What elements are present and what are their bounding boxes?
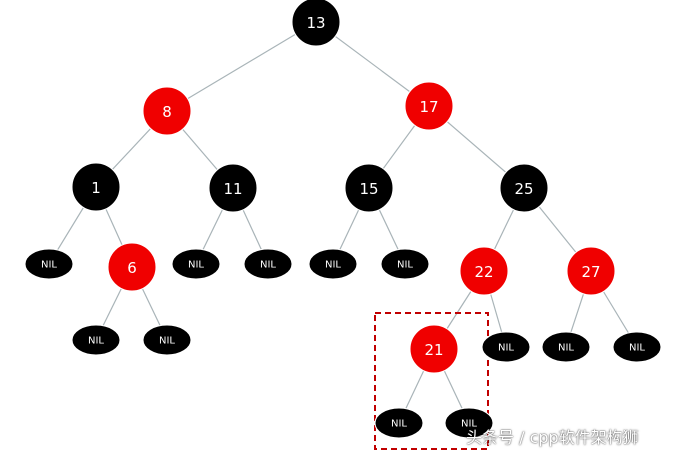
nil-leaf-node: NIL: [380, 248, 430, 280]
node-circle-red: [107, 242, 157, 292]
node-label: 25: [514, 180, 533, 198]
node-circle-red: [404, 81, 454, 131]
nil-leaf-shape: [380, 248, 430, 280]
node-circle-red: [142, 86, 192, 136]
nil-leaf-node: NIL: [481, 331, 531, 363]
node-circle-black: [344, 163, 394, 213]
nil-leaf-node: NIL: [243, 248, 293, 280]
nil-leaf-shape: [243, 248, 293, 280]
nil-leaf-node: NIL: [308, 248, 358, 280]
nil-label: NIL: [325, 260, 341, 271]
watermark-text: 头条号 / cpp软件架构狮: [466, 428, 639, 447]
nil-leaf-shape: [308, 248, 358, 280]
tree-node-8: 8: [142, 86, 192, 136]
node-label: 17: [419, 98, 438, 116]
nil-leaf-shape: [171, 248, 221, 280]
node-label: 21: [424, 341, 443, 359]
nil-label: NIL: [629, 343, 645, 354]
node-circle-red: [409, 324, 459, 374]
node-circle-black: [291, 0, 341, 47]
tree-node-13: 13: [291, 0, 341, 47]
node-label: 6: [127, 259, 137, 277]
tree-node-1: 1: [71, 162, 121, 212]
tree-node-22: 22: [459, 246, 509, 296]
nil-label: NIL: [391, 419, 407, 430]
nil-leaf-node: NIL: [444, 407, 494, 439]
nil-leaf-shape: [142, 324, 192, 356]
nil-leaf-node: NIL: [374, 407, 424, 439]
node-label: 22: [474, 263, 493, 281]
nil-label: NIL: [159, 336, 175, 347]
nil-leaf-node: NIL: [24, 248, 74, 280]
tree-node-6: 6: [107, 242, 157, 292]
nil-leaf-shape: [374, 407, 424, 439]
nil-leaf-node: NIL: [612, 331, 662, 363]
nil-leaf-shape: [444, 407, 494, 439]
tree-node-25: 25: [499, 163, 549, 213]
nil-label: NIL: [498, 343, 514, 354]
node-label: 15: [359, 180, 378, 198]
node-label: 11: [223, 180, 242, 198]
nil-leaf-node: NIL: [541, 331, 591, 363]
nil-label: NIL: [558, 343, 574, 354]
nil-leaf-node: NIL: [71, 324, 121, 356]
nil-label: NIL: [188, 260, 204, 271]
edges-layer: [48, 21, 638, 424]
nil-label: NIL: [397, 260, 413, 271]
nil-leaf-shape: [541, 331, 591, 363]
nil-leaf-shape: [71, 324, 121, 356]
node-circle-red: [459, 246, 509, 296]
tree-node-11: 11: [208, 163, 258, 213]
inserted-node-highlight-box: [374, 312, 489, 450]
nil-leaf-node: NIL: [171, 248, 221, 280]
tree-node-17: 17: [404, 81, 454, 131]
nil-leaf-node: NIL: [142, 324, 192, 356]
node-circle-black: [499, 163, 549, 213]
nil-leaf-shape: [612, 331, 662, 363]
nil-leaf-shape: [481, 331, 531, 363]
node-circle-black: [208, 163, 258, 213]
node-label: 1: [91, 179, 101, 197]
edge-n13-n8: [166, 21, 317, 112]
tree-node-15: 15: [344, 163, 394, 213]
node-circle-red: [566, 246, 616, 296]
tree-node-21: 21: [409, 324, 459, 374]
node-circle-black: [71, 162, 121, 212]
nil-label: NIL: [461, 419, 477, 430]
nil-label: NIL: [41, 260, 57, 271]
node-label: 27: [581, 263, 600, 281]
node-label: 8: [162, 103, 172, 121]
tree-node-27: 27: [566, 246, 616, 296]
node-label: 13: [306, 14, 325, 32]
nil-leaf-shape: [24, 248, 74, 280]
nil-label: NIL: [88, 336, 104, 347]
nil-label: NIL: [260, 260, 276, 271]
